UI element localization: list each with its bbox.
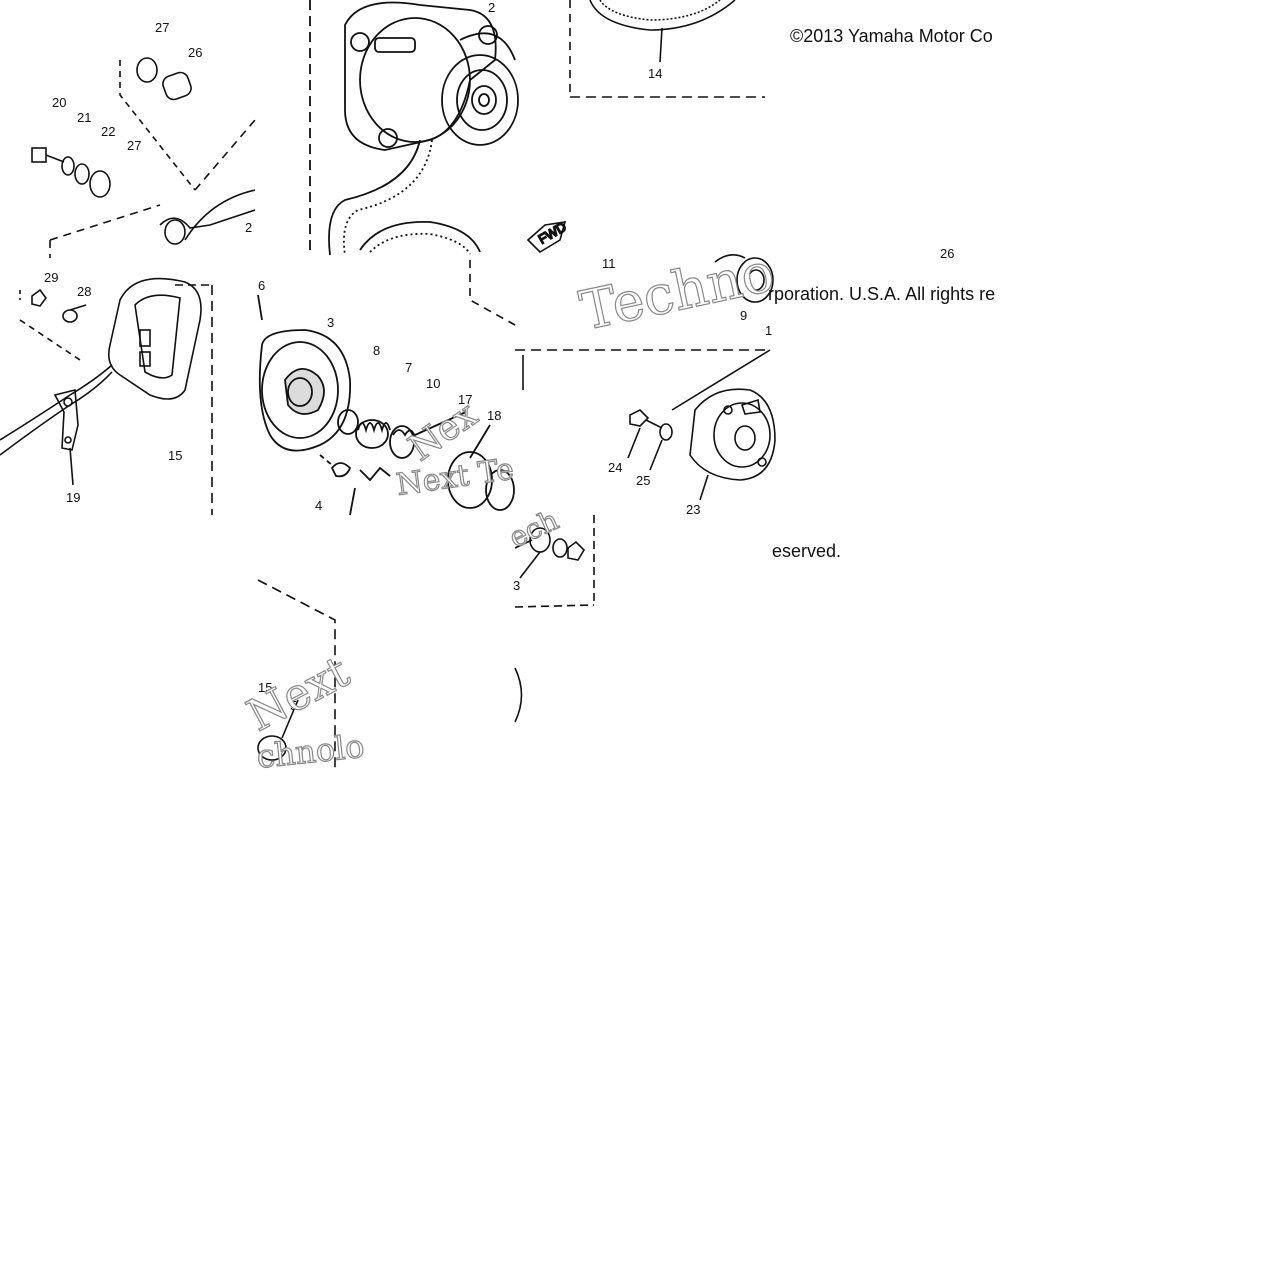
callout-1: 1 bbox=[765, 323, 772, 338]
callout-22: 22 bbox=[101, 124, 115, 139]
callout-14: 14 bbox=[648, 66, 662, 81]
callout-26: 26 bbox=[188, 45, 202, 60]
collar-part-icon bbox=[162, 71, 192, 101]
callout-5: 5 bbox=[290, 698, 297, 713]
tile-middle-left bbox=[0, 277, 213, 515]
copyright-line-2: rporation. U.S.A. All rights re bbox=[768, 284, 996, 304]
tile-middle-center bbox=[257, 294, 515, 516]
callout-21: 21 bbox=[77, 110, 91, 125]
callout-8: 8 bbox=[373, 343, 380, 358]
callout-2: 2 bbox=[245, 220, 252, 235]
copyright-line-3: eserved. bbox=[772, 541, 842, 561]
callout-25: 25 bbox=[636, 473, 650, 488]
tile-top-center bbox=[309, 0, 519, 256]
forward-arrow-icon bbox=[526, 221, 567, 254]
tile-top-left bbox=[31, 57, 256, 258]
tile-lower-center bbox=[257, 579, 523, 770]
rope-guide-bracket-icon bbox=[53, 388, 79, 451]
callout-20: 20 bbox=[52, 95, 66, 110]
callout-11: 11 bbox=[602, 256, 616, 271]
callout-labels: 27 26 20 21 22 27 2 29 28 15 19 6 3 8 7 … bbox=[44, 0, 954, 713]
sheave-part-icon bbox=[258, 329, 351, 452]
callout-23: 23 bbox=[686, 502, 700, 517]
callout-3: 3 bbox=[327, 315, 334, 330]
callout-6: 6 bbox=[258, 278, 265, 293]
tile-lower-small bbox=[514, 515, 595, 608]
callout-19: 19 bbox=[66, 490, 80, 505]
callout-27: 27 bbox=[155, 20, 169, 35]
starter-case-part-icon bbox=[689, 388, 776, 481]
callout-10: 10 bbox=[426, 376, 440, 391]
callout-7: 7 bbox=[405, 360, 412, 375]
callout-3b: 3 bbox=[513, 578, 520, 593]
callout-29: 29 bbox=[44, 270, 58, 285]
callout-15: 15 bbox=[168, 448, 182, 463]
pulley-part-icon bbox=[441, 54, 519, 146]
ring-gear-part-icon bbox=[589, 0, 736, 31]
tile-top-right: FWD bbox=[526, 0, 765, 254]
callout-2b: 2 bbox=[488, 0, 495, 15]
watermark-word: chnolo bbox=[255, 727, 366, 776]
callout-15b: 15 bbox=[258, 680, 272, 695]
callout-18: 18 bbox=[487, 408, 501, 423]
watermark-word: Next bbox=[239, 646, 358, 741]
starter-handle-part-icon bbox=[107, 277, 202, 400]
copyright-line-1: ©2013 Yamaha Motor Co bbox=[790, 26, 993, 46]
callout-9: 9 bbox=[740, 308, 747, 323]
watermark-word: ech bbox=[504, 503, 564, 554]
callout-24: 24 bbox=[608, 460, 622, 475]
callout-4: 4 bbox=[315, 498, 322, 513]
watermark-word: Next Te bbox=[394, 452, 516, 503]
tile-middle-right bbox=[469, 254, 776, 501]
callout-17: 17 bbox=[458, 392, 472, 407]
callout-26b: 26 bbox=[940, 246, 954, 261]
callout-27b: 27 bbox=[127, 138, 141, 153]
bolt-part-icon bbox=[31, 147, 47, 163]
callout-28: 28 bbox=[77, 284, 91, 299]
washer-part-icon bbox=[136, 57, 158, 83]
